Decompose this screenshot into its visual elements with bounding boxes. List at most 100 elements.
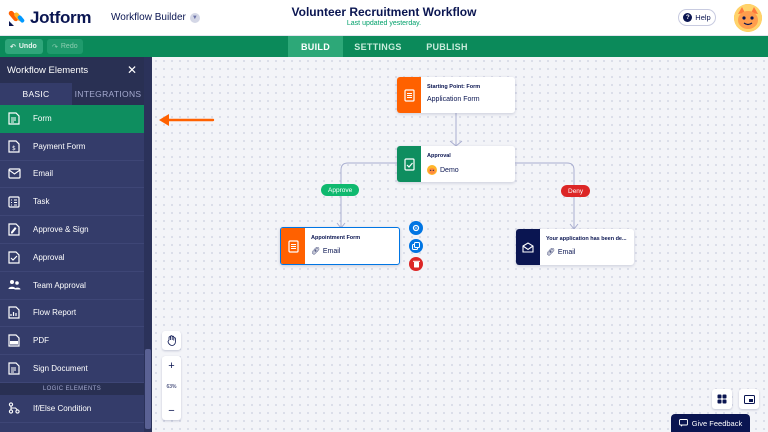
approve-branch-badge[interactable]: Approve bbox=[321, 184, 360, 196]
zoom-in-button[interactable]: + bbox=[162, 356, 181, 375]
sidebar-item-label: Payment Form bbox=[33, 141, 86, 151]
logo-text: Jotform bbox=[30, 8, 92, 27]
node-title: Your application has been de... bbox=[546, 236, 627, 242]
help-button[interactable]: ? Help bbox=[678, 9, 716, 26]
grid-icon bbox=[717, 394, 727, 404]
node-delete-button[interactable] bbox=[409, 257, 423, 271]
node-subtitle-row: 🔗︎ Email bbox=[546, 248, 627, 257]
avatar[interactable] bbox=[734, 4, 762, 32]
pan-tool-button[interactable] bbox=[162, 331, 181, 350]
undo-button[interactable]: ↶ Undo bbox=[5, 39, 43, 54]
node-subtitle: Email bbox=[322, 247, 341, 255]
minimap-button[interactable] bbox=[739, 389, 759, 409]
sidebar-item-label: Flow Report bbox=[33, 308, 77, 318]
chevron-down-icon: ▼ bbox=[189, 12, 200, 23]
sidebar-item-flow-report[interactable]: Flow Report bbox=[0, 300, 144, 328]
layout-button[interactable] bbox=[712, 389, 732, 409]
email-icon bbox=[516, 229, 540, 265]
link-icon: 🔗︎ bbox=[311, 248, 320, 255]
branch-label: Approve bbox=[328, 186, 353, 194]
redo-icon: ↷ bbox=[52, 43, 58, 51]
assignee-avatar-icon bbox=[427, 165, 437, 175]
annotation-arrow-icon bbox=[159, 114, 215, 126]
sidebar-item-form[interactable]: Form bbox=[0, 105, 144, 133]
undo-label: Undo bbox=[18, 43, 37, 50]
tab-basic-label: BASIC bbox=[22, 89, 50, 99]
node-subtitle-row: 🔗︎ Email bbox=[311, 247, 360, 256]
workflow-title-area: Volunteer Recruitment Workflow Last upda… bbox=[234, 5, 534, 27]
sidebar-item-label: Form bbox=[33, 113, 52, 123]
page-title[interactable]: Volunteer Recruitment Workflow bbox=[291, 5, 477, 19]
sidebar-item-task[interactable]: Task bbox=[0, 188, 144, 217]
minus-icon: − bbox=[168, 404, 175, 417]
give-feedback-button[interactable]: Give Feedback bbox=[671, 414, 750, 432]
panel-title: Workflow Elements bbox=[7, 64, 89, 76]
redo-button[interactable]: ↷ Redo bbox=[47, 39, 83, 54]
pdf-icon bbox=[0, 327, 28, 354]
deny-branch-badge[interactable]: Deny bbox=[561, 185, 591, 197]
sidebar-item-label: Email bbox=[33, 169, 54, 179]
hand-icon bbox=[167, 335, 176, 346]
node-subtitle-row: Demo bbox=[427, 165, 459, 175]
svg-text:$: $ bbox=[12, 145, 16, 152]
jotform-logo[interactable]: Jotform bbox=[8, 8, 91, 28]
tab-basic[interactable]: BASIC bbox=[0, 83, 72, 105]
sidebar-item-approve-sign[interactable]: Approve & Sign bbox=[0, 216, 144, 244]
node-starting-point-form[interactable]: Starting Point: Form Application Form bbox=[397, 77, 515, 113]
flow-report-icon bbox=[0, 300, 28, 327]
sidebar-item-label: Team Approval bbox=[33, 280, 86, 290]
sidebar-item-label: Task bbox=[33, 197, 50, 207]
sidebar-item-email[interactable]: Email bbox=[0, 161, 144, 189]
scrollbar-thumb[interactable] bbox=[145, 349, 151, 429]
minimap-icon bbox=[743, 394, 755, 404]
sidebar-item-sign-document[interactable]: Sign Document bbox=[0, 355, 144, 383]
redo-label: Redo bbox=[60, 43, 78, 50]
task-icon bbox=[0, 188, 28, 215]
sidebar-item-label: Approve & Sign bbox=[33, 225, 89, 235]
branch-label: Deny bbox=[568, 187, 584, 195]
node-appointment-form[interactable]: Appointment Form 🔗︎ Email bbox=[280, 227, 400, 265]
sidebar-item-label: Approval bbox=[33, 252, 65, 262]
tab-settings[interactable]: SETTINGS bbox=[343, 36, 413, 57]
sidebar-item-approval[interactable]: Approval bbox=[0, 244, 144, 272]
node-subtitle: Email bbox=[557, 248, 576, 256]
zoom-level: 63% bbox=[166, 384, 177, 390]
sidebar-item-label: PDF bbox=[33, 336, 49, 346]
payment-form-icon: $ bbox=[0, 133, 28, 160]
email-icon bbox=[0, 161, 28, 188]
sidebar-item-pdf[interactable]: PDF bbox=[0, 327, 144, 356]
node-title: Starting Point: Form bbox=[427, 84, 481, 90]
plus-icon: + bbox=[168, 359, 175, 372]
avatar-image bbox=[734, 4, 762, 32]
help-label: Help bbox=[695, 13, 711, 22]
builder-toolbar: ↶ Undo ↷ Redo BUILD SETTINGS PUBLISH bbox=[0, 36, 768, 57]
sidebar-item-payment-form[interactable]: $ Payment Form bbox=[0, 133, 144, 161]
node-approval[interactable]: Approval Demo bbox=[397, 146, 515, 182]
zoom-out-button[interactable]: − bbox=[162, 401, 181, 420]
tab-publish[interactable]: PUBLISH bbox=[413, 36, 481, 57]
tab-settings-label: SETTINGS bbox=[354, 41, 402, 52]
gear-icon bbox=[412, 224, 420, 232]
app-header: Jotform Workflow Builder ▼ Volunteer Rec… bbox=[0, 0, 768, 36]
tab-build[interactable]: BUILD bbox=[288, 36, 343, 57]
approval-icon bbox=[0, 244, 28, 271]
tab-integrations[interactable]: INTEGRATIONS bbox=[72, 83, 144, 105]
node-deny-email[interactable]: Your application has been de... 🔗︎ Email bbox=[516, 229, 634, 265]
workflow-builder-label: Workflow Builder bbox=[111, 12, 186, 23]
close-icon[interactable]: ✕ bbox=[126, 63, 137, 77]
jotform-logo-icon bbox=[8, 10, 25, 26]
node-duplicate-button[interactable] bbox=[409, 239, 423, 253]
last-updated-text: Last updated yesterday. bbox=[346, 20, 422, 27]
sidebar-item-team-approval[interactable]: Team Approval bbox=[0, 272, 144, 300]
sidebar-scrollbar[interactable] bbox=[144, 57, 152, 432]
feedback-icon bbox=[678, 419, 688, 427]
workflow-canvas[interactable] bbox=[152, 57, 768, 432]
sidebar-item-if-else-condition[interactable]: If/Else Condition bbox=[0, 395, 144, 423]
workflow-builder-menu[interactable]: Workflow Builder ▼ bbox=[111, 12, 200, 23]
node-settings-button[interactable] bbox=[409, 221, 423, 235]
approve-sign-icon bbox=[0, 216, 28, 243]
workflow-elements-panel: Workflow Elements ✕ BASIC INTEGRATIONS F… bbox=[0, 57, 144, 432]
zoom-controls bbox=[162, 356, 181, 420]
node-title: Approval bbox=[427, 153, 451, 159]
